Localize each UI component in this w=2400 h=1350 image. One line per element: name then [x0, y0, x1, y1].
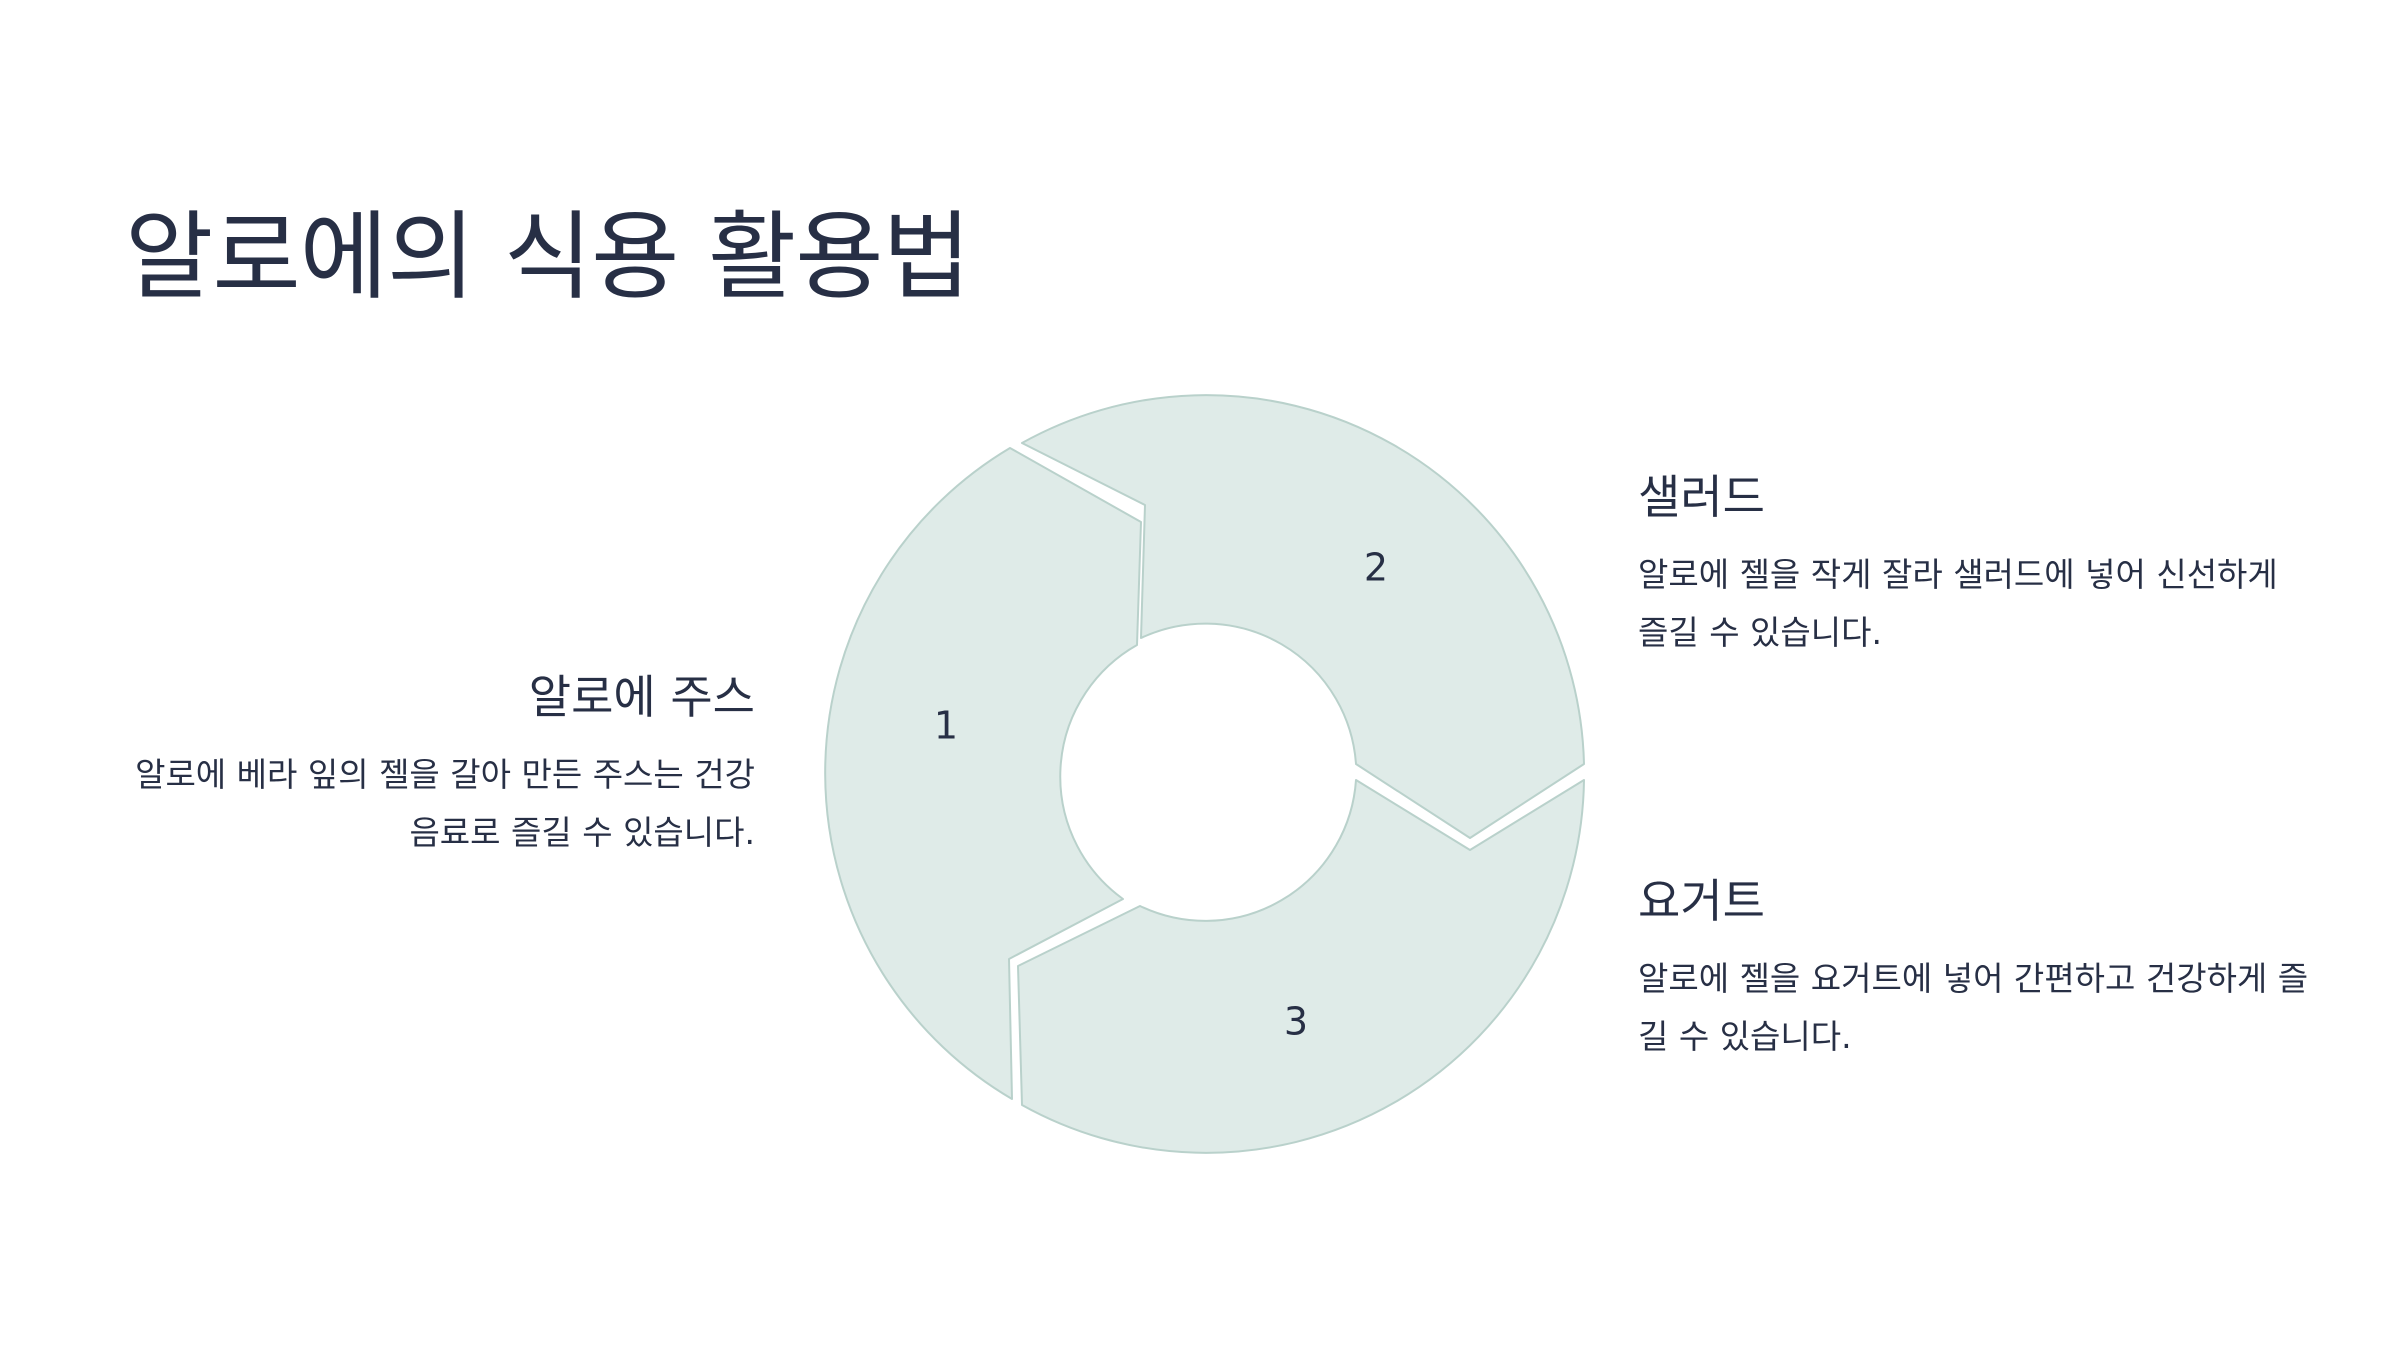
- item-yogurt: 요거트 알로에 젤을 요거트에 넣어 간편하고 건강하게 즐길 수 있습니다.: [1638, 872, 2318, 1066]
- item-description: 알로에 젤을 작게 잘라 샐러드에 넣어 신선하게 즐길 수 있습니다.: [1638, 554, 2278, 652]
- cycle-number-3: 3: [1284, 1000, 1308, 1044]
- item-description: 알로에 젤을 요거트에 넣어 간편하고 건강하게 즐길 수 있습니다.: [1638, 958, 2309, 1056]
- cycle-segment-2: [1021, 394, 1585, 839]
- item-heading: 알로에 주스: [528, 670, 755, 724]
- item-heading: 샐러드: [1638, 470, 1765, 524]
- cycle-number-1: 1: [934, 704, 958, 748]
- item-heading: 요거트: [1638, 874, 1765, 928]
- cycle-segment-1: [824, 447, 1142, 1100]
- item-description: 알로에 베라 잎의 젤을 갈아 만든 주스는 건강 음료로 즐길 수 있습니다.: [135, 754, 755, 852]
- cycle-number-2: 2: [1364, 546, 1388, 590]
- item-aloe-juice: 알로에 주스 알로에 베라 잎의 젤을 갈아 만든 주스는 건강 음료로 즐길 …: [115, 668, 755, 862]
- item-salad: 샐러드 알로에 젤을 작게 잘라 샐러드에 넣어 신선하게 즐길 수 있습니다.: [1638, 468, 2318, 662]
- page-title: 알로에의 식용 활용법: [125, 201, 971, 313]
- cycle-segment-3: [1017, 779, 1585, 1154]
